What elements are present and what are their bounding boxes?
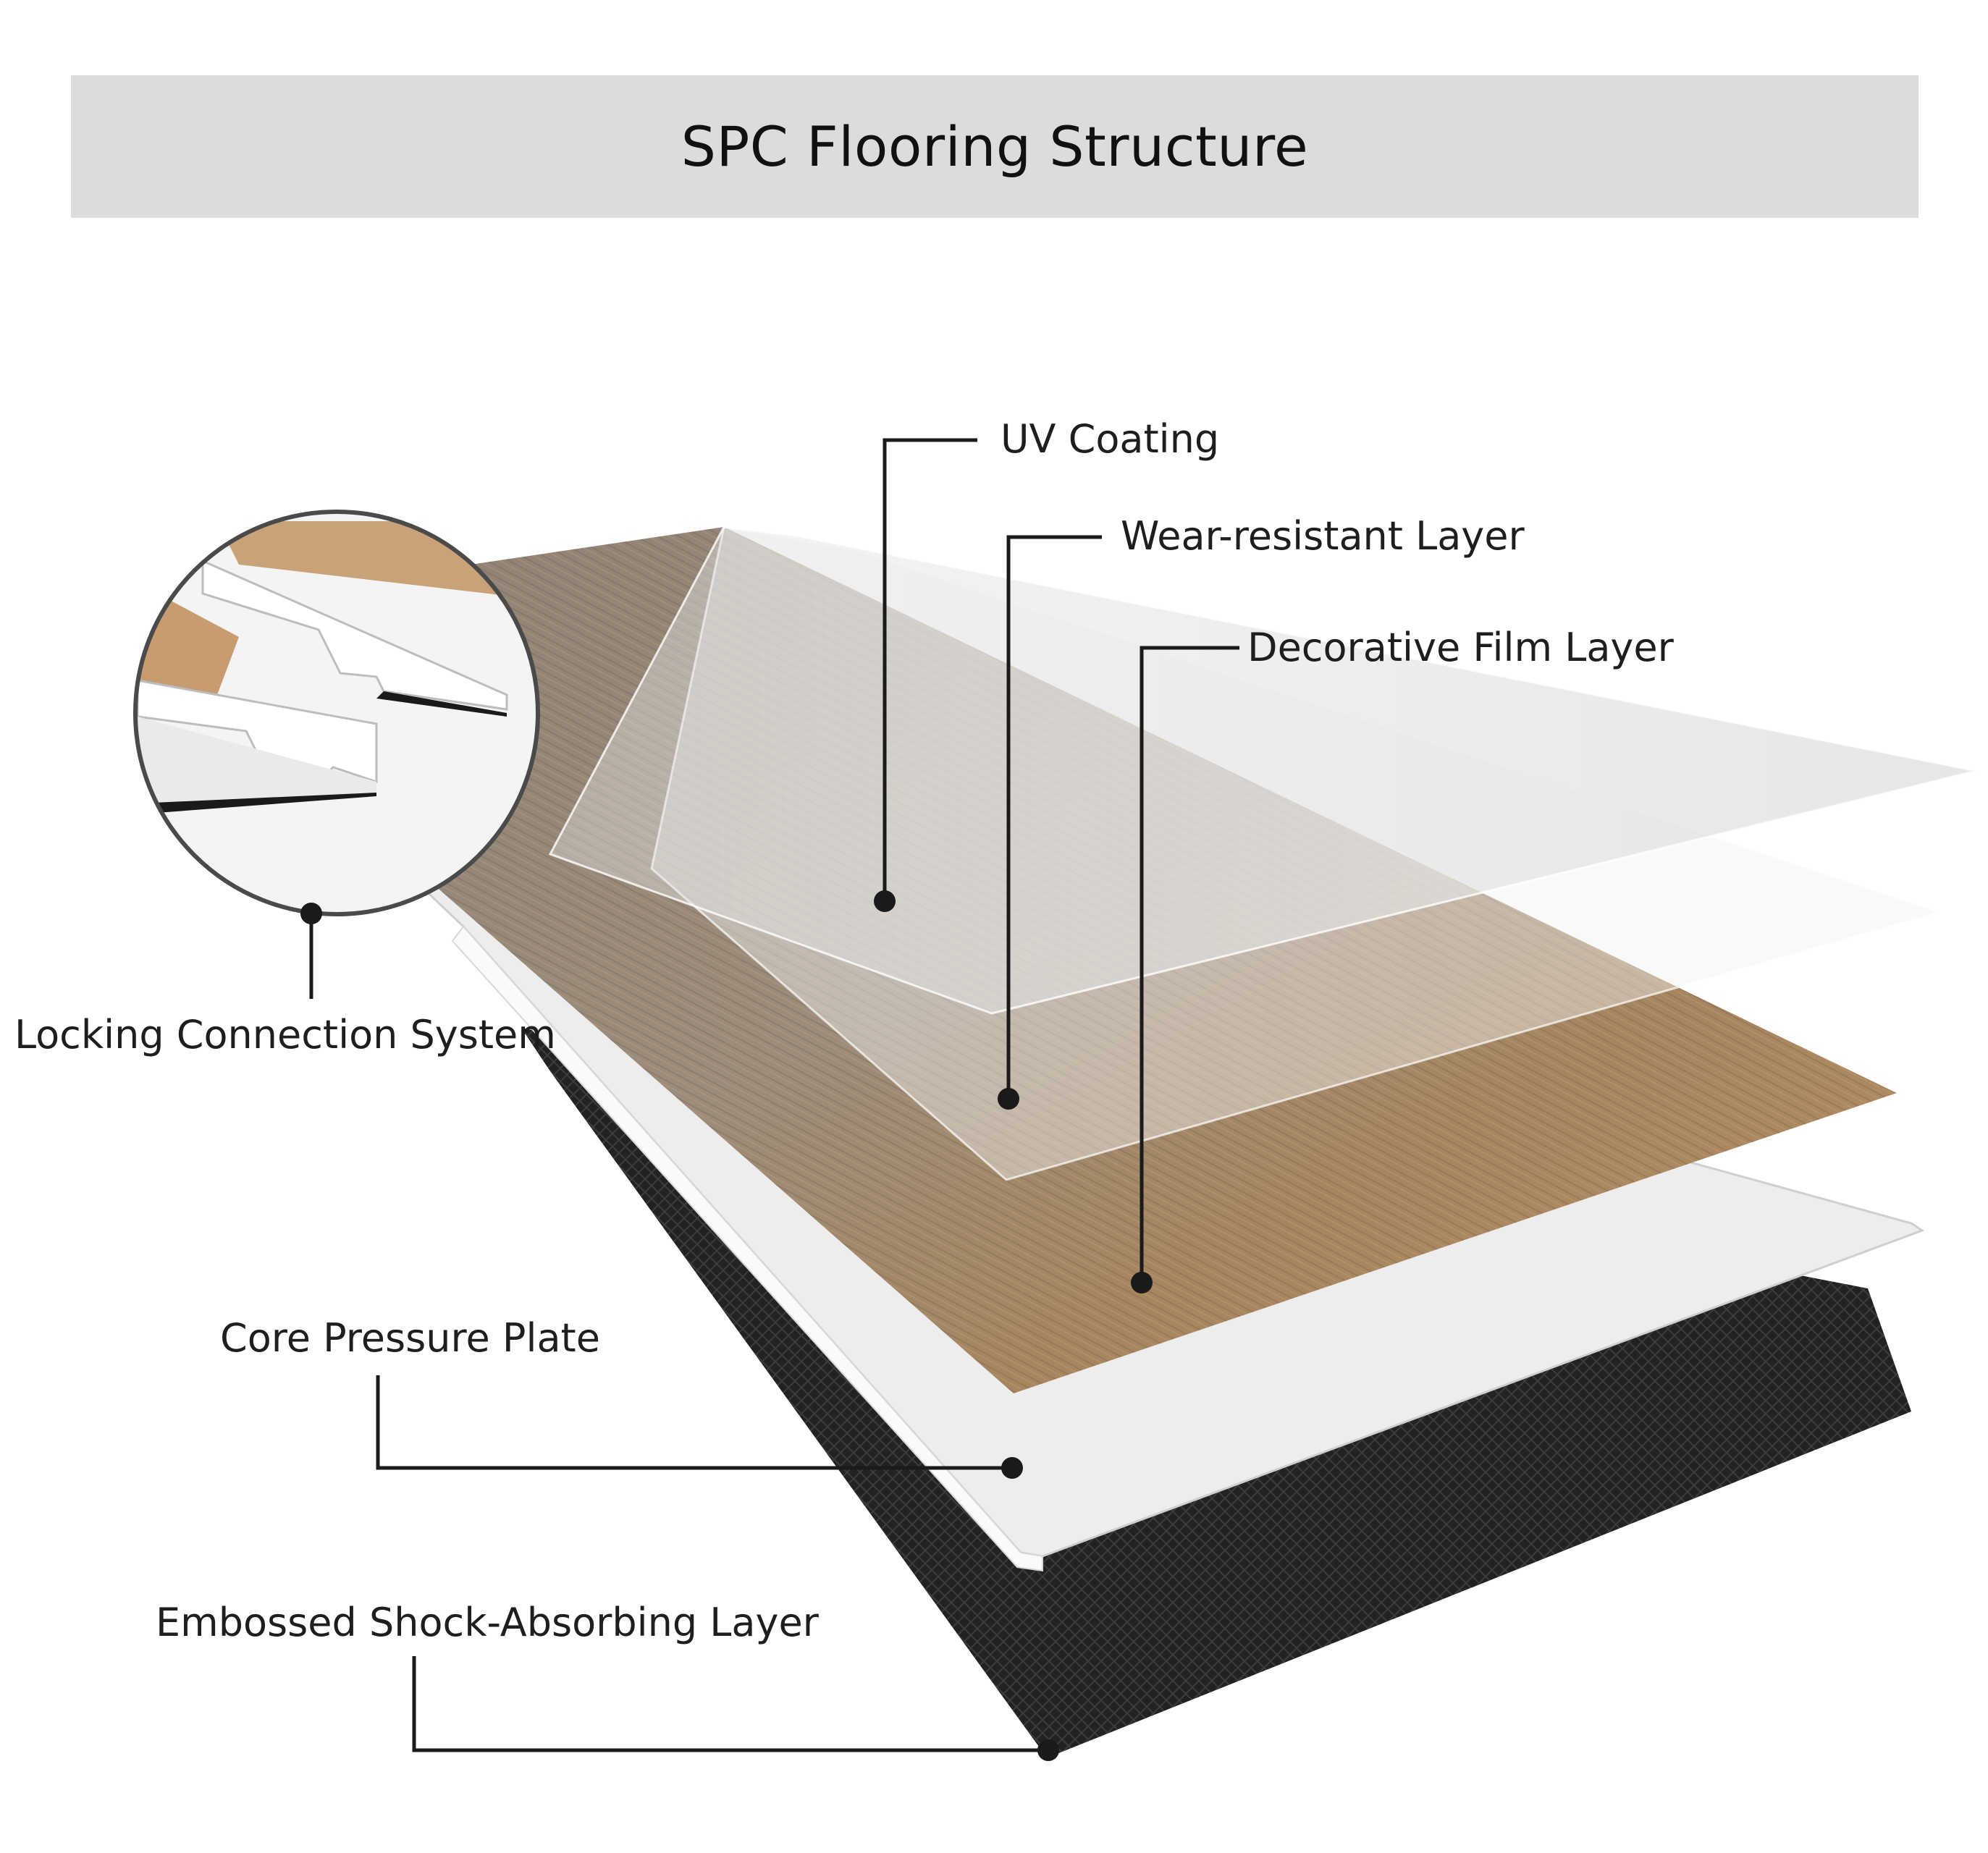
leader-wear-layer xyxy=(1006,535,1102,1099)
tongue-profile xyxy=(201,559,508,711)
core-plate-edge xyxy=(451,925,1043,1572)
leader-core-plate xyxy=(376,1375,1012,1470)
label-uv-coating: UV Coating xyxy=(1001,416,1220,462)
label-wear-resistant-layer: Wear-resistant Layer xyxy=(1121,513,1525,559)
leader-shock-layer xyxy=(412,1656,1048,1752)
uv-coating-dot xyxy=(874,890,896,912)
page-title: SPC Flooring Structure xyxy=(681,114,1309,179)
label-decorative-film-layer: Decorative Film Layer xyxy=(1247,625,1674,670)
leader-decorative-film xyxy=(1140,646,1239,1283)
decorative-film-dot xyxy=(1131,1272,1153,1293)
leader-uv-coating xyxy=(883,438,977,901)
core-plate-dot xyxy=(1001,1457,1023,1479)
uv-coating-layer xyxy=(548,525,1977,1015)
wear-layer-dot xyxy=(998,1088,1019,1110)
title-banner: SPC Flooring Structure xyxy=(71,75,1918,218)
shock-layer-dot xyxy=(1037,1739,1059,1761)
locking-system-dot xyxy=(300,903,322,924)
label-embossed-shock-absorbing-layer: Embossed Shock-Absorbing Layer xyxy=(156,1600,819,1645)
label-core-pressure-plate: Core Pressure Plate xyxy=(220,1315,600,1361)
label-locking-connection-system: Locking Connection System xyxy=(14,1012,556,1058)
